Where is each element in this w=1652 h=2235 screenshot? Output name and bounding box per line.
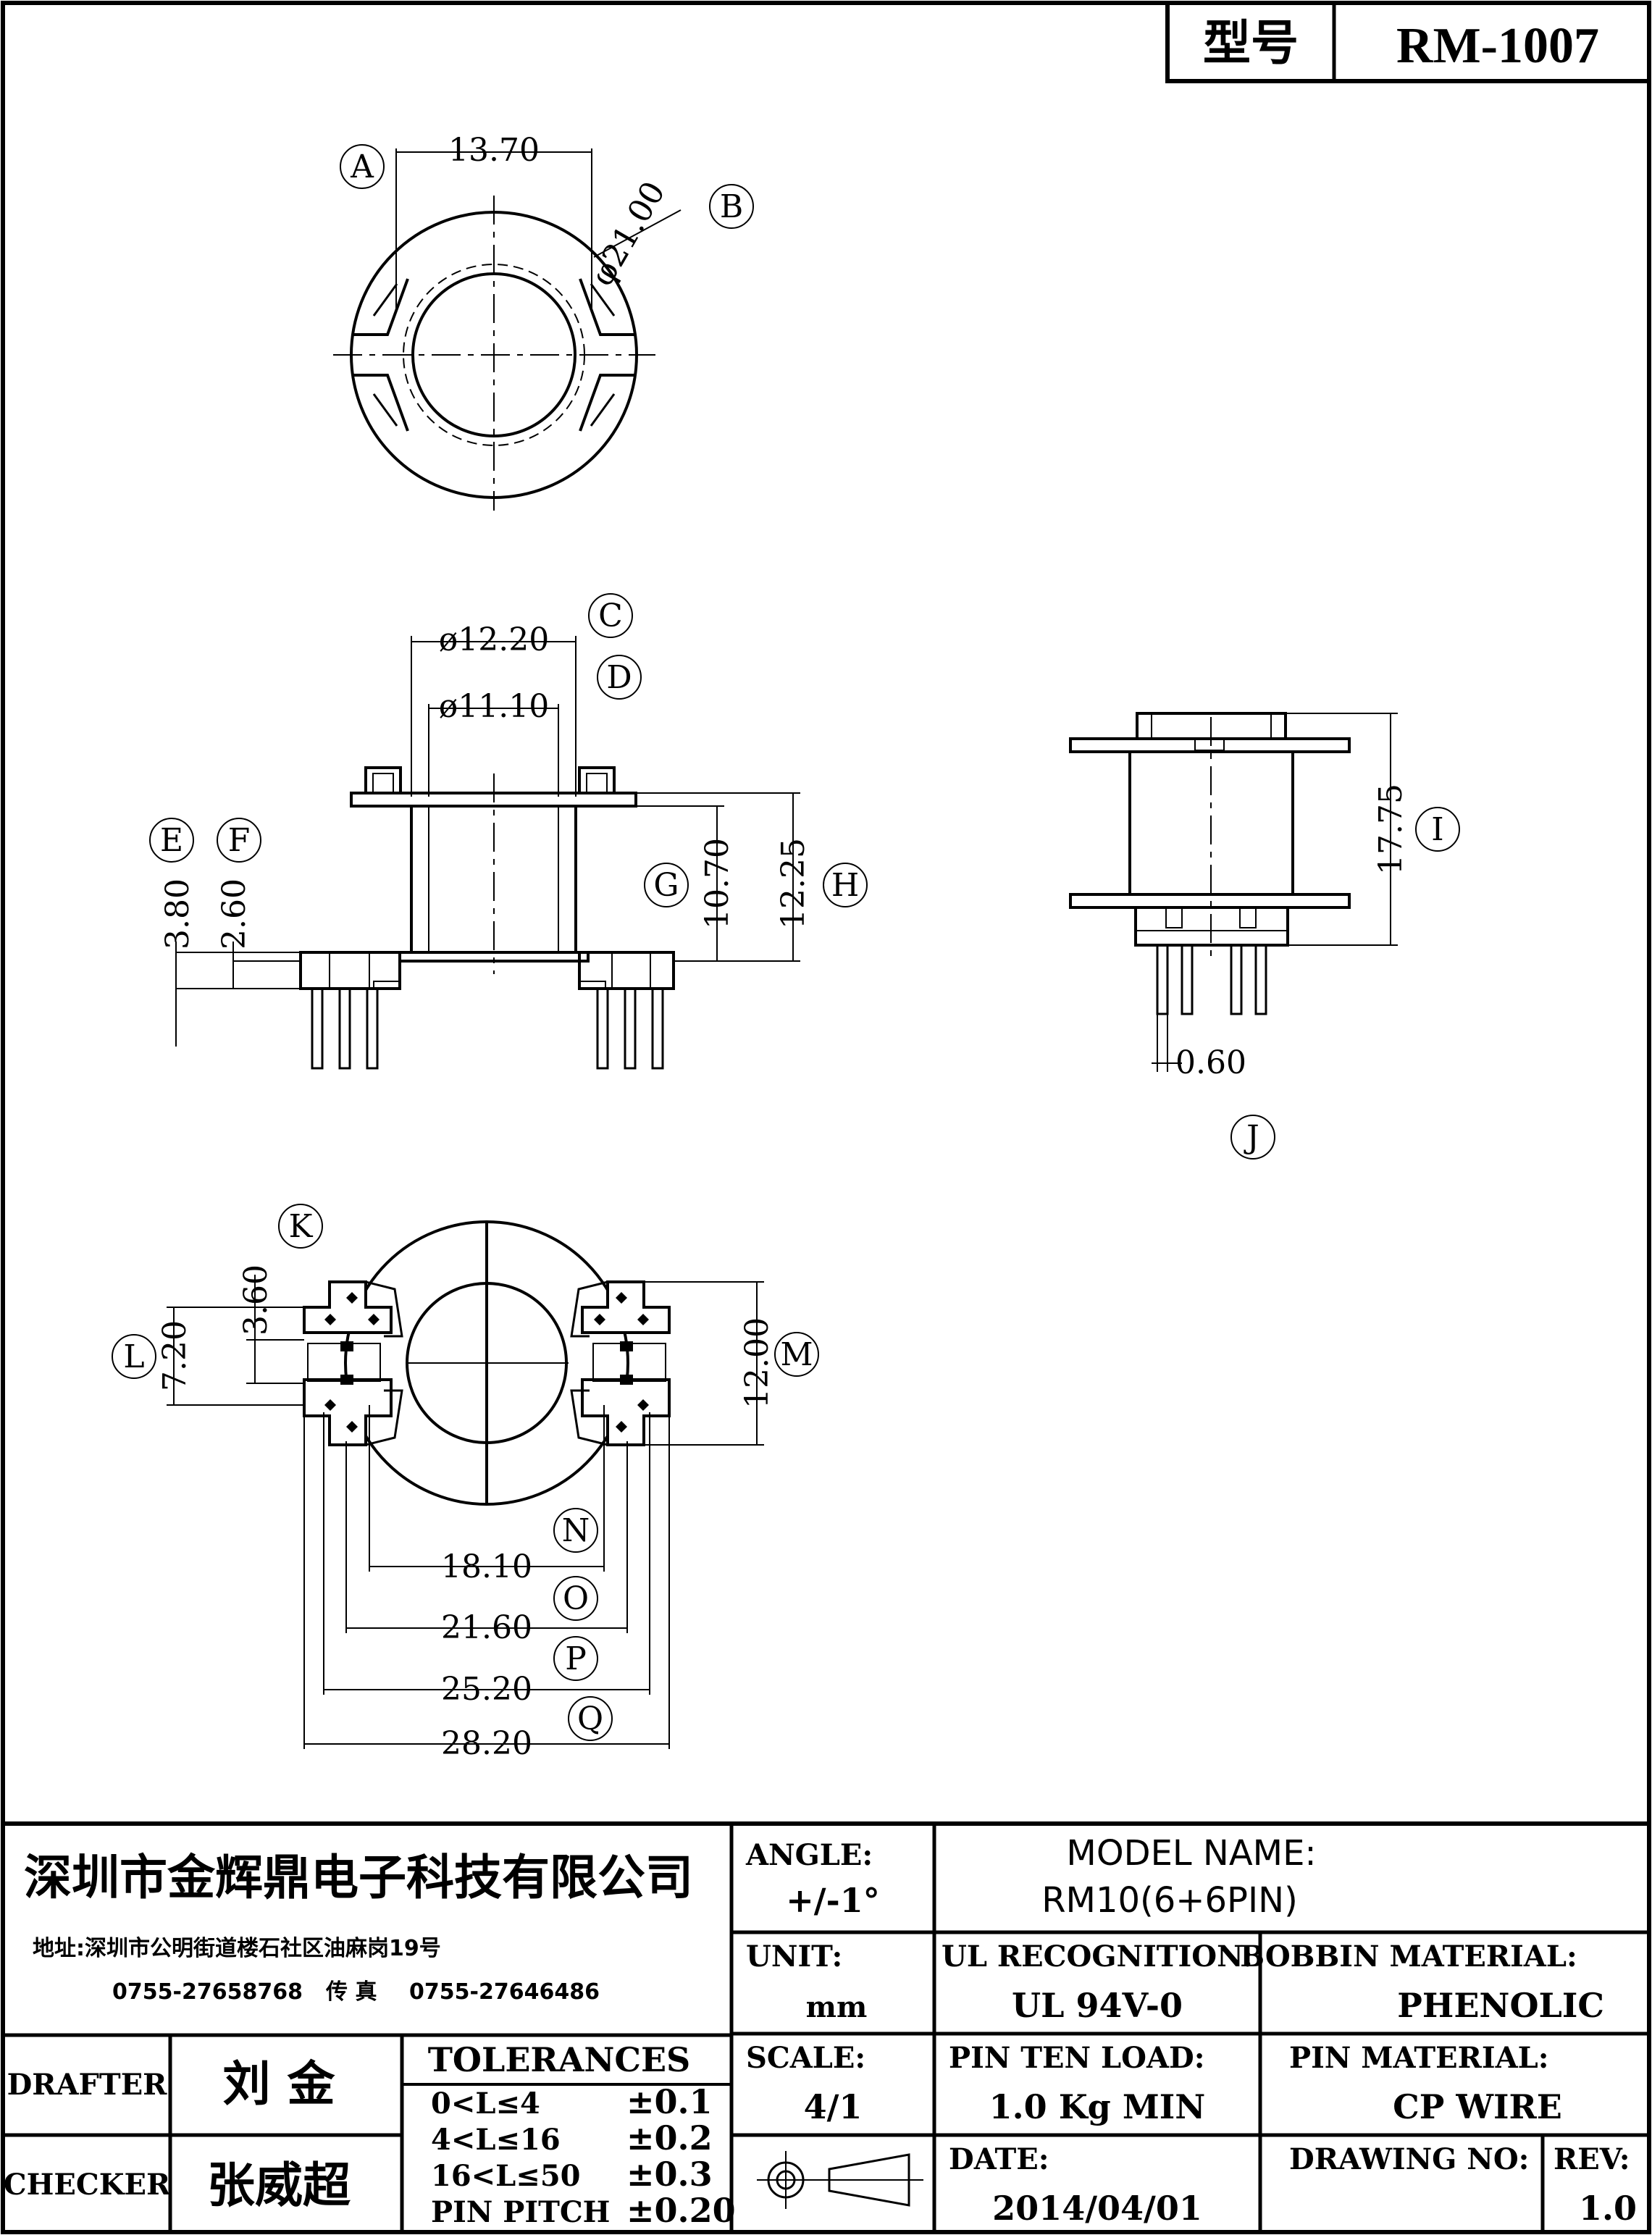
front-view (1069, 712, 1398, 1072)
company-phone: 0755-27658768 (112, 1979, 303, 2005)
bottom-view (167, 1220, 764, 1749)
dim-o: 21.60 (441, 1609, 532, 1646)
balloon-m: M (780, 1336, 813, 1373)
balloon-e: E (160, 822, 183, 859)
dim-top-dia: φ21.00 (584, 175, 673, 292)
dim-top-width: 13.70 (448, 132, 540, 169)
angle-value: +/-1° (786, 1881, 879, 1920)
checker-value: 张威超 (207, 2158, 351, 2213)
tol-range-4: PIN PITCH (431, 2195, 610, 2229)
rev-label: REV: (1554, 2142, 1630, 2176)
bobbin-label: BOBBIN MATERIAL: (1240, 1940, 1577, 1974)
balloon-n: N (562, 1512, 590, 1549)
balloon-group (112, 144, 1460, 1741)
balloon-j: J (1244, 1119, 1259, 1156)
balloon-f: F (228, 822, 251, 859)
tolerances-label: TOLERANCES (428, 2040, 691, 2079)
ul-value: UL 94V-0 (1012, 1986, 1183, 2025)
model-name-label: MODEL NAME: (1066, 1833, 1316, 1874)
scale-label: SCALE: (746, 2041, 865, 2075)
tol-value-1: ±0.1 (626, 2082, 713, 2121)
balloon-a: A (350, 148, 374, 185)
model-code: RM-1007 (1396, 18, 1599, 74)
balloon-c: C (598, 597, 623, 634)
bobbin-value: PHENOLIC (1397, 1986, 1604, 2025)
date-label: DATE: (949, 2142, 1049, 2176)
dim-pin-dia: 0.60 (1175, 1044, 1246, 1081)
pin-material-label: PIN MATERIAL: (1289, 2041, 1549, 2075)
title-block-lines (3, 1821, 1649, 2232)
balloon-k: K (289, 1208, 314, 1245)
tol-value-2: ±0.2 (626, 2118, 713, 2158)
dim-h-g: 10.70 (699, 838, 736, 929)
dim-dia-inner: ø11.10 (439, 688, 549, 725)
balloon-l: L (123, 1338, 144, 1375)
balloon-p: P (565, 1640, 587, 1677)
rev-value: 1.0 (1579, 2189, 1637, 2228)
fax-label: 传 真 (325, 1979, 377, 2005)
balloon-q: Q (577, 1701, 603, 1737)
unit-label: UNIT: (746, 1940, 842, 1974)
tol-range-2: 4<L≤16 (431, 2123, 561, 2157)
tol-range-3: 16<L≤50 (431, 2159, 580, 2193)
dim-dia-outer: ø12.20 (439, 621, 549, 658)
checker-label: CHECKER (4, 2168, 171, 2202)
dim-k: 3.60 (238, 1265, 274, 1335)
dim-h-h: 12.25 (775, 838, 812, 929)
model-label: 型号 (1203, 15, 1299, 71)
dim-q: 28.20 (441, 1725, 532, 1762)
model-header: 型号 RM-1007 (1165, 3, 1649, 83)
balloon-o: O (563, 1580, 589, 1617)
balloon-b: B (720, 188, 743, 225)
tol-range-1: 0<L≤4 (431, 2087, 540, 2121)
balloon-g: G (653, 867, 679, 904)
top-view (333, 148, 682, 511)
pin-material-value: CP WIRE (1393, 2087, 1562, 2126)
side-view (175, 636, 800, 1070)
pin-load-value: 1.0 Kg MIN (989, 2087, 1206, 2126)
balloon-i: I (1431, 811, 1443, 848)
scale-value: 4/1 (804, 2087, 863, 2126)
model-name-value: RM10(6+6PIN) (1041, 1880, 1298, 1921)
dim-h-i: 17.75 (1372, 784, 1409, 875)
dim-h-f: 2.60 (216, 879, 253, 949)
balloon-d: D (606, 659, 632, 696)
dim-l: 7.20 (156, 1320, 193, 1391)
pin-load-label: PIN TEN LOAD: (949, 2041, 1204, 2075)
company-name: 深圳市金辉鼎电子科技有限公司 (24, 1850, 693, 1905)
tol-value-3: ±0.3 (626, 2155, 713, 2194)
company-address: 地址:深圳市公明街道楼石社区油麻岗19号 (33, 1936, 441, 1961)
dim-p: 25.20 (441, 1671, 532, 1708)
drawing-no-label: DRAWING NO: (1289, 2142, 1529, 2176)
unit-value: mm (806, 1990, 868, 2024)
date-value: 2014/04/01 (992, 2189, 1202, 2228)
ul-label: UL RECOGNITION: (942, 1940, 1253, 1974)
drafter-label: DRAFTER (7, 2068, 168, 2102)
balloon-h: H (831, 867, 859, 904)
drafter-value: 刘 金 (223, 2056, 336, 2112)
dim-h-e: 3.80 (159, 879, 196, 949)
dim-n: 18.10 (441, 1548, 532, 1585)
company-fax: 0755-27646486 (409, 1979, 600, 2005)
dim-m: 12.00 (739, 1317, 776, 1409)
tol-value-4: ±0.20 (626, 2191, 736, 2230)
angle-label: ANGLE: (745, 1838, 873, 1872)
